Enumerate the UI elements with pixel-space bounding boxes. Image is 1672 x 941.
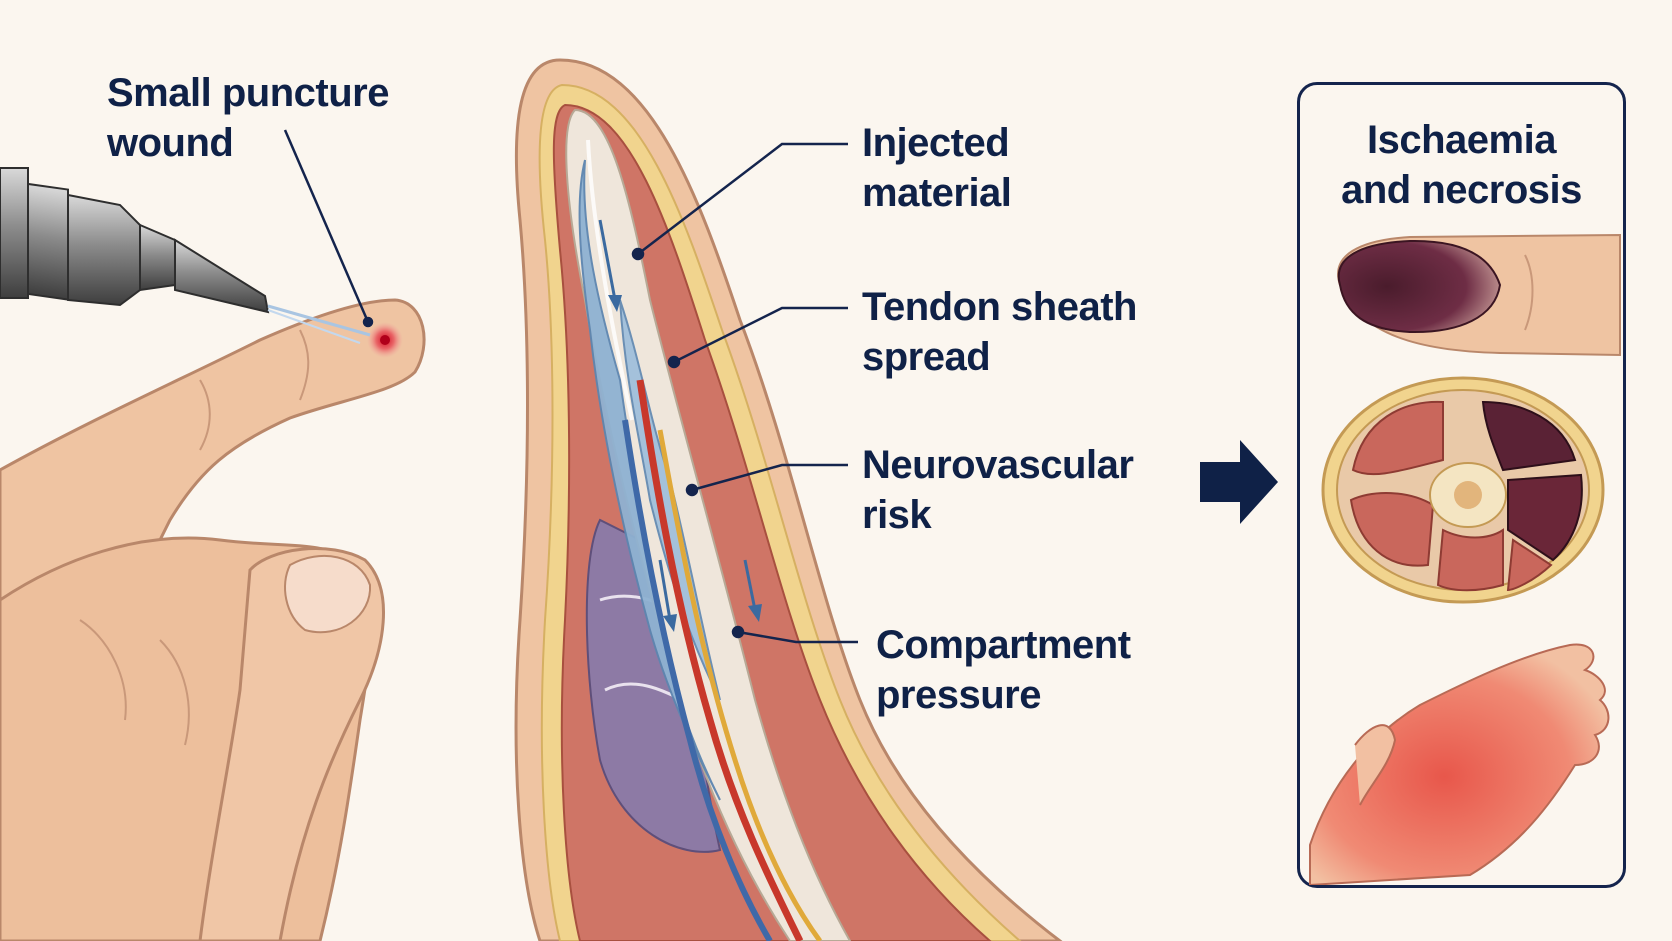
label-neurovascular-risk: Neurovascular risk <box>862 440 1134 540</box>
label-compartment-line-1: Compartment <box>876 623 1131 667</box>
leader-neurovascular <box>691 463 848 492</box>
label-puncture-wound: Small puncture wound <box>107 68 389 168</box>
label-compartment-pressure: Compartment pressure <box>876 620 1131 720</box>
label-injected-line-1: Injected <box>862 121 1010 165</box>
label-neurovascular-line-2: risk <box>862 493 932 537</box>
outcome-panel-title: Ischaemia and necrosis <box>1300 115 1623 215</box>
leader-puncture <box>283 129 370 323</box>
leader-tendon <box>673 306 848 364</box>
arrow-right-icon <box>1200 440 1278 524</box>
label-injected-material: Injected material <box>862 118 1012 218</box>
outcome-illustrations <box>1309 233 1621 885</box>
injection-gun-icon <box>0 167 371 344</box>
label-tendon-sheath: Tendon sheath spread <box>862 282 1137 382</box>
label-tendon-line-2: spread <box>862 335 991 379</box>
label-puncture-line-1: Small puncture <box>107 71 389 115</box>
outcome-title-line-2: and necrosis <box>1341 168 1582 212</box>
label-puncture-line-2: wound <box>107 121 234 165</box>
outcome-panel: Ischaemia and necrosis <box>1297 82 1626 888</box>
swollen-hand <box>1309 643 1610 885</box>
compartment-cross-section <box>1321 376 1605 604</box>
finger-cross-section <box>514 58 1063 941</box>
label-tendon-line-1: Tendon sheath <box>862 285 1137 329</box>
outcome-title-line-1: Ischaemia <box>1367 118 1556 162</box>
label-neurovascular-line-1: Neurovascular <box>862 443 1134 487</box>
leader-compartment <box>737 630 858 644</box>
leader-injected <box>637 142 848 255</box>
leader-lines <box>283 129 858 644</box>
label-injected-line-2: material <box>862 171 1012 215</box>
necrotic-fingertip <box>1337 233 1621 357</box>
hand-illustration <box>0 298 426 941</box>
label-compartment-line-2: pressure <box>876 673 1041 717</box>
